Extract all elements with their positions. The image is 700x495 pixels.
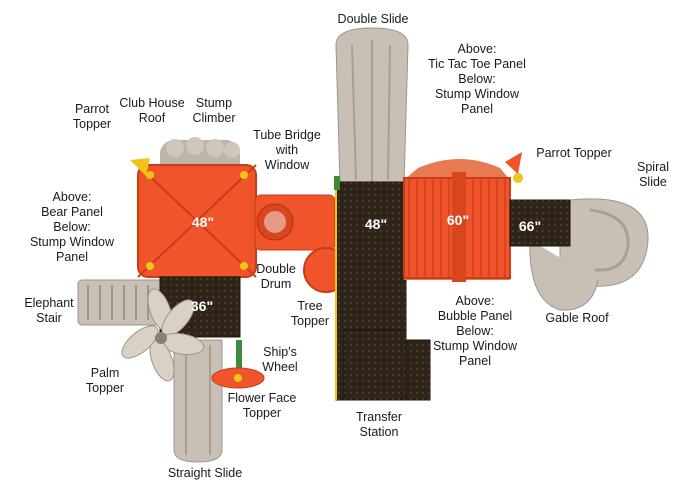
label-ships-wheel-line: Wheel [262,360,298,374]
label-bear-panel-line: Stump Window [29,235,115,249]
parrot-topper-left-shape [130,158,150,176]
label-stump-climber-line: Climber [192,111,236,125]
label-tube-bridge-line: with [275,143,299,157]
palm-topper [121,288,205,382]
label-palm-topper-line: Palm [90,366,120,380]
label-straight-slide: Straight Slide [150,466,260,481]
label-bubble-panel-line: Below: [456,324,494,338]
ships-wheel [236,340,242,372]
label-tube-bridge-line: Window [264,158,310,172]
label-tube-bridge-line: Tube Bridge [253,128,321,142]
label-bear-panel-line: Panel [56,250,88,264]
tube-bridge [254,194,336,251]
label-parrot-topper-right: Parrot Topper [524,146,624,161]
label-gable-roof-line: Gable Roof [545,311,609,325]
label-ships-wheel-line: Ship's [263,345,297,359]
label-tic-tac-toe-panel-line: Below: [458,72,496,86]
label-tic-tac-toe-panel-line: Panel [461,102,493,116]
label-double-drum-line: Double [256,262,296,276]
label-bear-panel-line: Below: [53,220,91,234]
label-gable-roof: Gable Roof [532,311,622,326]
label-double-drum-line: Drum [260,277,292,291]
label-stump-climber-line: Stump [195,96,233,110]
middle-deck [335,181,431,401]
label-flower-face-topper-line: Topper [242,406,282,420]
label-tree-topper-line: Tree [297,299,323,313]
gable-roof-60 [403,159,523,282]
tree-topper [334,176,340,190]
label-bear-panel-line: Above: [52,190,92,204]
deck-66 [509,199,571,247]
deck-height-66: 66" [518,218,542,234]
label-straight-slide-line: Straight Slide [167,466,243,480]
label-spiral-slide-line: Slide [639,175,667,189]
deck-height-60: 60" [446,212,470,228]
label-elephant-stair-line: Stair [36,311,62,325]
spiral-slide [529,198,649,311]
label-elephant-stair-line: Elephant [24,296,74,310]
label-bubble-panel-line: Above: [455,294,495,308]
label-parrot-topper-left-line: Topper [72,117,112,131]
deck-height-48-mid: 48" [364,216,388,232]
label-bear-panel-line: Bear Panel [41,205,103,219]
label-parrot-topper-left-line: Parrot [74,102,110,116]
label-club-house-roof-line: Club House [119,96,185,110]
label-bubble-panel-line: Bubble Panel [437,309,513,323]
label-transfer-station-line: Transfer [355,410,403,424]
label-double-slide: Double Slide [318,12,428,27]
deck-height-48-left: 48" [191,214,215,230]
label-bubble-panel-line: Stump Window [432,339,518,353]
flower-face-topper [211,367,265,389]
label-transfer-station-line: Station [359,425,399,439]
straight-slide [173,339,223,463]
double-slide [335,27,409,186]
label-flower-face-topper-line: Flower Face [227,391,297,405]
deck-height-36: 36" [190,298,214,314]
label-palm-topper-line: Topper [85,381,125,395]
parrot-topper-right-shape [505,152,522,174]
label-tic-tac-toe-panel-line: Tic Tac Toe Panel [428,57,526,71]
label-double-slide-line: Double Slide [337,12,409,26]
label-club-house-roof-line: Roof [138,111,166,125]
label-tic-tac-toe-panel-line: Stump Window [434,87,520,101]
label-tree-topper-line: Topper [290,314,330,328]
label-spiral-slide-line: Spiral [637,160,669,174]
label-tic-tac-toe-panel-line: Above: [457,42,497,56]
label-parrot-topper-right-line: Parrot Topper [536,146,612,160]
label-bubble-panel-line: Panel [459,354,491,368]
